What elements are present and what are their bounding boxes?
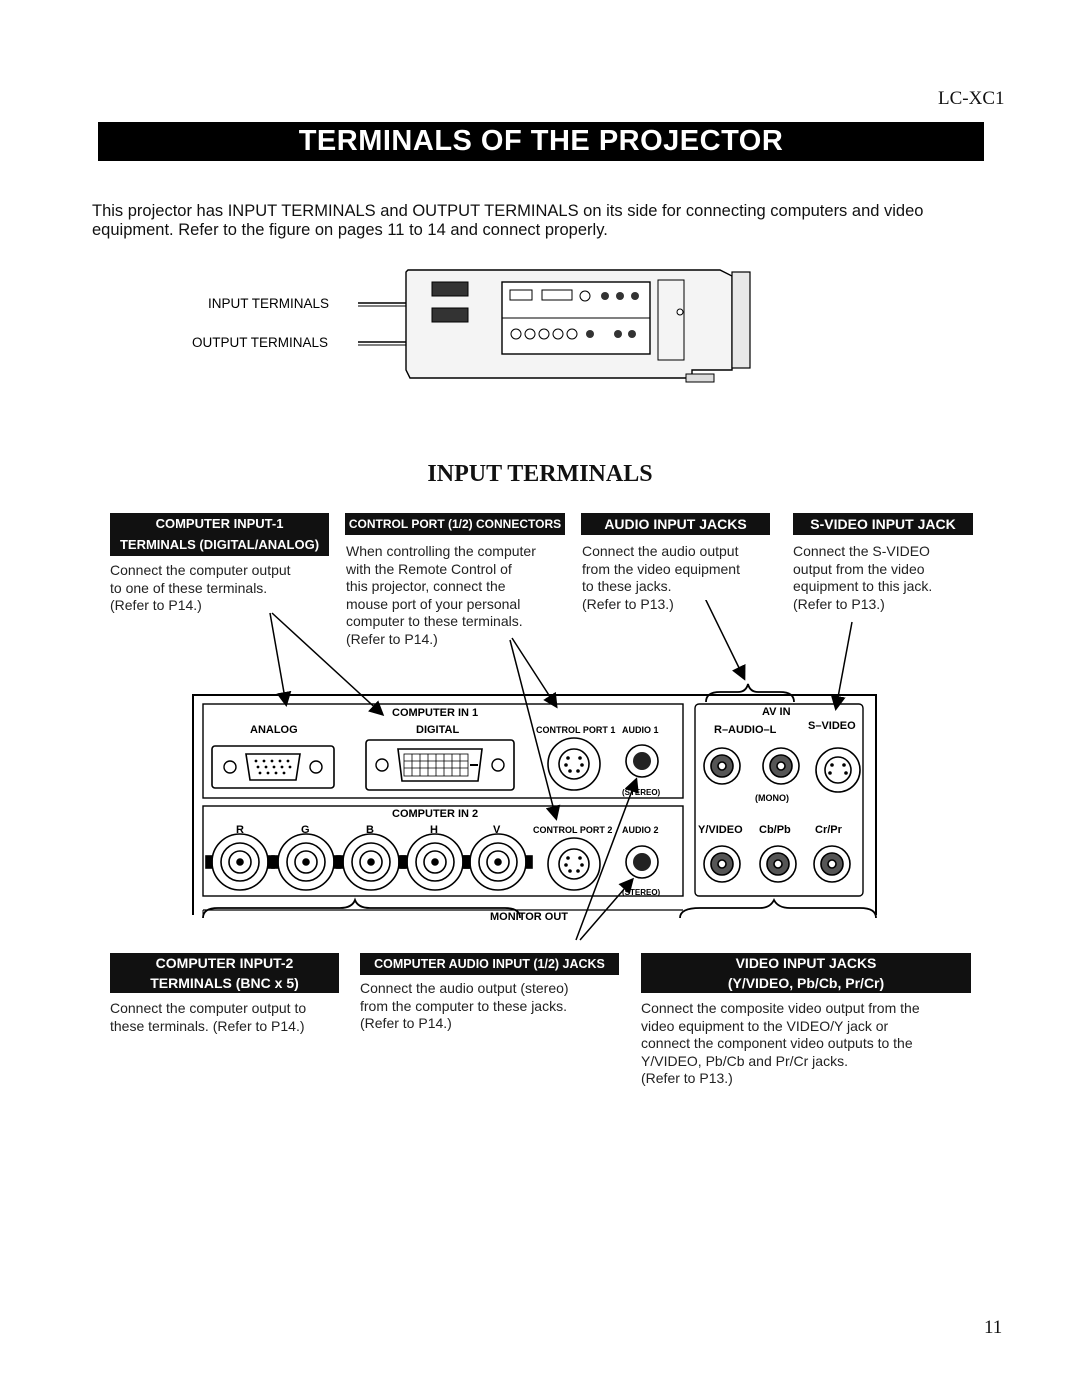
computer-input-1-title: COMPUTER INPUT-1 TERMINALS (DIGITAL/ANAL… [110,513,329,556]
control-port-2-label: CONTROL PORT 2 [533,825,612,835]
computer-input-2-title-line2: TERMINALS (BNC x 5) [150,975,299,991]
audio-2-label: AUDIO 2 [622,825,659,835]
digital-dvi-connector [365,739,515,791]
computer-input-1-title-line1: COMPUTER INPUT-1 [155,516,284,531]
desc-line: (Refer to P13.) [582,595,674,612]
digital-label: DIGITAL [416,724,459,736]
r-audio-l-label: R–AUDIO–L [714,724,777,736]
cr-pr-label: Cr/Pr [815,824,843,836]
input-terminal-panel: COMPUTER IN 1 ANALOG DIGITAL CONTROL POR… [192,600,877,941]
bnc-v-connector [463,833,533,891]
control-port-desc: When controlling the computer with the R… [346,543,576,648]
mono-label: (MONO) [755,793,789,803]
desc-line: Connect the computer output to [110,1000,307,1016]
video-input-title: VIDEO INPUT JACKS (Y/VIDEO, Pb/Cb, Pr/Cr… [641,953,971,993]
video-input-title-line2: (Y/VIDEO, Pb/Cb, Pr/Cr) [727,975,885,991]
stereo-2-label: (STEREO) [622,888,661,897]
computer-input-1-title-line2: TERMINALS (DIGITAL/ANALOG) [119,537,320,552]
audio-2-jack [625,845,659,879]
desc-line: connect the component video outputs to t… [641,1035,913,1051]
output-terminals-label: OUTPUT TERMINALS [192,335,328,350]
monitor-out-label: MONITOR OUT [490,911,568,923]
desc-line: these terminals. (Refer to P14.) [110,1017,305,1034]
computer-input-2-title: COMPUTER INPUT-2 TERMINALS (BNC x 5) [110,953,339,993]
computer-in-2-label: COMPUTER IN 2 [392,808,478,820]
desc-line: from the video equipment [582,560,740,577]
page-title: TERMINALS OF THE PROJECTOR [298,125,784,157]
desc-line: Connect the audio output (stereo) [360,980,569,996]
desc-line: Connect the S-VIDEO [793,543,930,559]
desc-line: equipment to this jack. [793,578,933,594]
section-heading: INPUT TERMINALS [427,461,653,487]
desc-line: output from the video [793,560,925,577]
bnc-g-label: G [301,824,310,836]
desc-line: Connect the audio output [582,543,739,559]
desc-line: When controlling the computer [346,543,536,559]
audio-l-jack [762,747,800,785]
cb-pb-jack [759,845,797,883]
desc-line: with the Remote Control of [346,560,512,577]
analog-vga-connector [211,745,335,789]
desc-line: (Refer to P14.) [110,597,202,613]
bnc-b-connector [336,833,406,891]
audio-1-label: AUDIO 1 [622,725,659,735]
bnc-b-label: B [366,824,374,836]
cb-pb-label: Cb/Pb [759,824,791,836]
computer-input-2-title-line1: COMPUTER INPUT-2 [155,955,294,971]
desc-line: Y/VIDEO, Pb/Cb and Pr/Cr jacks. [641,1052,848,1069]
bnc-h-label: H [430,824,438,836]
y-video-jack [703,845,741,883]
audio-input-title: AUDIO INPUT JACKS [581,513,770,535]
stereo-1-label: (STEREO) [622,788,661,797]
desc-line: to these jacks. [582,578,672,594]
desc-line: Connect the composite video output from … [641,1000,920,1016]
control-port-2-connector [547,837,601,891]
input-terminals-label: INPUT TERMINALS [208,296,329,311]
control-port-1-label: CONTROL PORT 1 [536,725,615,735]
bnc-v-label: V [493,824,501,836]
audio-r-jack [703,747,741,785]
desc-line: video equipment to the VIDEO/Y jack or [641,1017,889,1034]
svideo-input-title: S-VIDEO INPUT JACK [793,513,973,535]
control-port-title: CONTROL PORT (1/2) CONNECTORS [345,513,565,535]
intro-paragraph: This projector has INPUT TERMINALS and O… [92,202,924,239]
desc-line: (Refer to P13.) [641,1070,733,1086]
video-input-title-line1: VIDEO INPUT JACKS [735,955,877,971]
av-in-label: AV IN [762,706,791,718]
projector-side-figure: INPUT TERMINALS OUTPUT TERMINALS [192,269,751,383]
computer-audio-title: COMPUTER AUDIO INPUT (1/2) JACKS [360,953,619,975]
desc-line: this projector, connect the [346,578,506,594]
desc-line: (Refer to P14.) [360,1015,452,1031]
desc-line: (Refer to P14.) [346,630,438,647]
page-number: 11 [984,1317,1003,1338]
s-video-label: S–VIDEO [808,720,856,732]
desc-line: from the computer to these jacks. [360,997,567,1014]
bnc-r-label: R [236,824,244,836]
svideo-input-desc: Connect the S-VIDEO output from the vide… [793,543,983,613]
analog-label: ANALOG [250,724,298,736]
video-input-desc: Connect the composite video output from … [641,1000,981,1088]
bnc-g-connector [271,833,341,891]
title-banner: TERMINALS OF THE PROJECTOR [98,122,984,161]
control-port-1-connector [547,737,601,791]
bnc-h-connector [400,833,470,891]
desc-line: Connect the computer output [110,562,291,578]
audio-input-desc: Connect the audio output from the video … [582,543,782,613]
computer-audio-desc: Connect the audio output (stereo) from t… [360,980,630,1033]
computer-input-1-desc: Connect the computer output to one of th… [110,562,340,615]
desc-line: to one of these terminals. [110,579,268,596]
bnc-r-connector [205,833,275,891]
desc-line: computer to these terminals. [346,613,523,629]
cr-pr-jack [813,845,851,883]
model-name: LC-XC1 [938,88,1005,109]
computer-input-2-desc: Connect the computer output to these ter… [110,1000,350,1035]
computer-in-1-label: COMPUTER IN 1 [392,707,478,719]
desc-line: (Refer to P13.) [793,595,885,612]
audio-1-jack [625,744,659,778]
y-video-label: Y/VIDEO [698,824,743,836]
desc-line: mouse port of your personal [346,595,521,612]
svideo-jack [815,747,861,793]
